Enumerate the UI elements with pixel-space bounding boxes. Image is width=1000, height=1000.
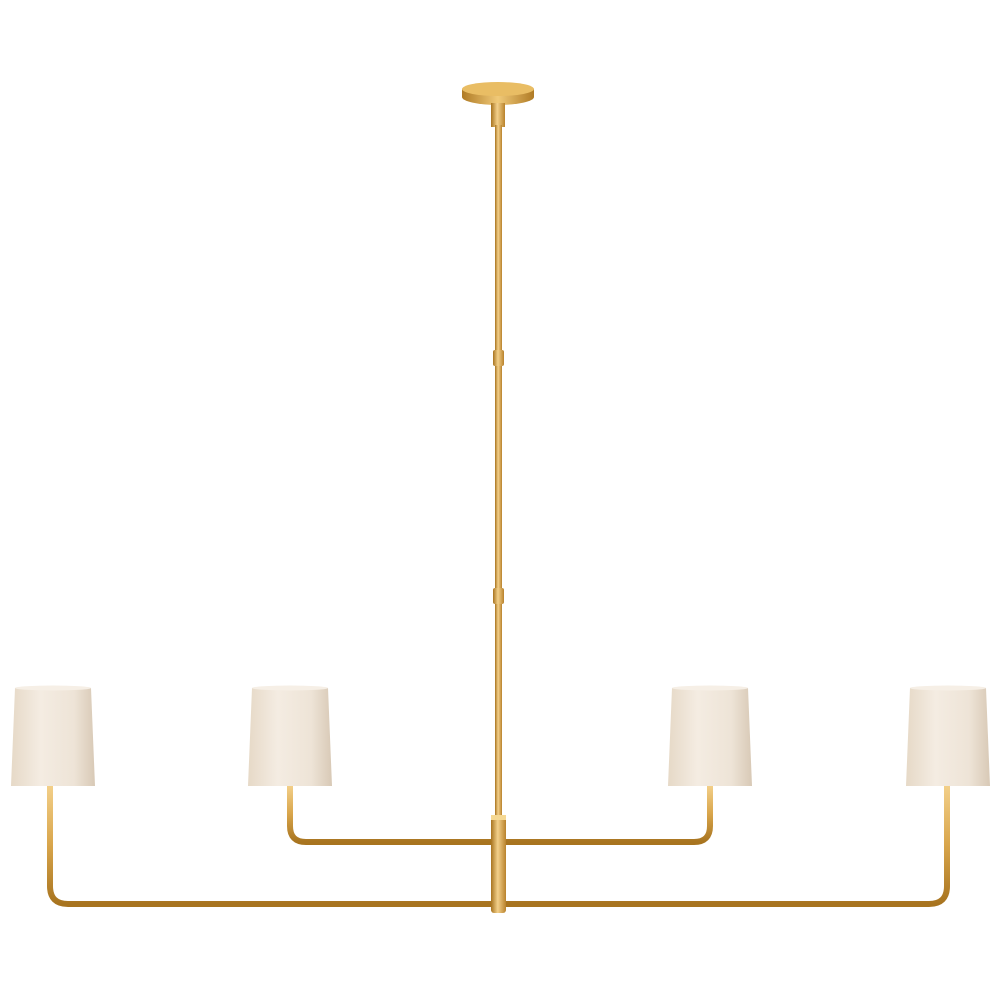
inner-arms [287, 782, 713, 845]
lamp-shade [248, 685, 332, 786]
downrod [493, 125, 504, 815]
central-hub [491, 815, 506, 913]
ceiling-canopy [462, 82, 534, 127]
lamp-shade [11, 685, 95, 786]
lamp-shade [906, 685, 990, 786]
outer-arms [47, 782, 950, 907]
lamp-shade [668, 685, 752, 786]
